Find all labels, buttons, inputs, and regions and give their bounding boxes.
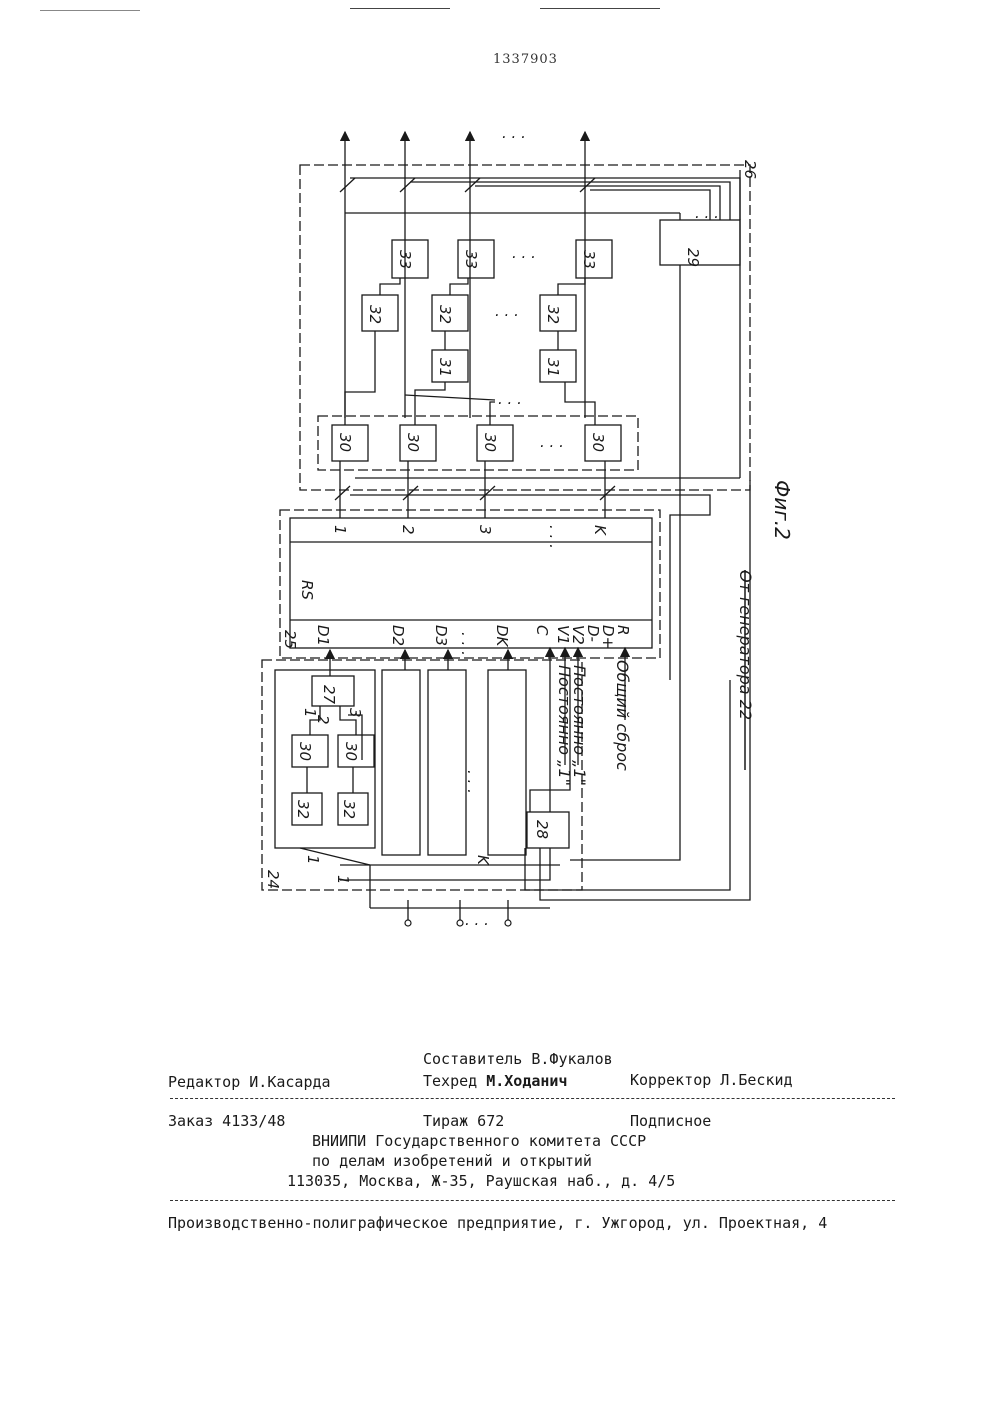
label-25: 25 <box>281 630 299 649</box>
pin-1-b: 1 <box>334 875 352 885</box>
dots-32: . . . <box>495 302 519 320</box>
divider-dashed <box>170 1200 895 1201</box>
circuit-diagram: 26 29 33 33 33 32 32 32 31 31 30 30 30 3… <box>240 120 800 940</box>
label-29: 29 <box>684 248 702 267</box>
dots-ch: . . . <box>464 770 482 794</box>
label-28: 28 <box>533 820 551 839</box>
signal-const-2: Постоянно „1" <box>570 665 589 786</box>
imprint-printer: Производственно-полиграфическое предприя… <box>168 1214 827 1232</box>
dots-29: . . . <box>695 204 719 222</box>
imprint-circulation: Тираж 672 <box>423 1112 504 1130</box>
pin-k: K <box>474 855 492 866</box>
dots-31: . . . <box>498 390 522 408</box>
patent-number: 1337903 <box>493 52 558 67</box>
label-27: 27 <box>320 685 338 705</box>
dots-bottom: . . . <box>465 911 489 929</box>
rs-in-dk: DK <box>493 625 511 648</box>
label-26: 26 <box>741 160 759 179</box>
rs-in-d1: D1 <box>314 625 332 646</box>
label-32b: 32 <box>436 305 454 324</box>
rs-out-1: 1 <box>331 525 349 535</box>
label-30d: 30 <box>589 433 607 452</box>
dots-dk: . . . <box>458 632 476 656</box>
imprint-subscription: Подписное <box>630 1112 711 1130</box>
scan-edge-line <box>40 10 140 11</box>
imprint-org-address: 113035, Москва, Ж-35, Раушская наб., д. … <box>287 1172 675 1190</box>
rs-dots: . . . <box>546 525 564 549</box>
label-32c: 32 <box>544 305 562 324</box>
pin-3: 3 <box>346 708 364 718</box>
imprint-compiler: Составитель В.Фукалов <box>423 1050 613 1068</box>
techred-name: М.Ходанич <box>486 1072 567 1090</box>
figure-caption: Фиг.2 <box>770 480 794 540</box>
pin-1-c: 1 <box>301 708 319 718</box>
rs-in-r: R <box>614 625 632 635</box>
dots-30: . . . <box>540 433 564 451</box>
label-33c: 33 <box>580 250 598 269</box>
rs-out-k: K <box>591 525 609 536</box>
rs-out-2: 2 <box>399 525 417 535</box>
rs-in-d2: D2 <box>389 625 407 646</box>
rs-in-c: C <box>533 625 551 636</box>
imprint-editor: Редактор И.Касарда <box>168 1073 331 1091</box>
label-32-left: 32 <box>294 800 312 819</box>
signal-reset: Общий сброс <box>613 660 632 771</box>
label-32a: 32 <box>366 305 384 324</box>
scan-edge-line <box>350 8 450 9</box>
imprint-org-line1: ВНИИПИ Государственного комитета СССР <box>312 1132 646 1150</box>
rs-name: RS <box>298 580 316 600</box>
label-30a: 30 <box>336 433 354 452</box>
label-30b: 30 <box>404 433 422 452</box>
label-33b: 33 <box>462 250 480 269</box>
label-24: 24 <box>264 870 282 889</box>
imprint-corrector: Корректор Л.Бескид <box>630 1071 793 1089</box>
rs-in-d3: D3 <box>432 625 450 646</box>
divider-dashed <box>170 1098 895 1099</box>
label-32-right: 32 <box>340 800 358 819</box>
label-30c: 30 <box>481 433 499 452</box>
dots-33: . . . <box>512 244 536 262</box>
label-31a: 31 <box>436 358 454 377</box>
label-30-right: 30 <box>342 742 360 761</box>
label-31b: 31 <box>544 358 562 377</box>
imprint-techred: Техред М.Ходанич <box>423 1072 568 1090</box>
label-33a: 33 <box>396 250 414 269</box>
imprint-org-line2: по делам изобретений и открытий <box>312 1152 592 1170</box>
rs-out-3: 3 <box>476 525 494 535</box>
scan-edge-line <box>540 8 660 9</box>
pin-1-a: 1 <box>304 855 322 865</box>
imprint-order: Заказ 4133/48 <box>168 1112 285 1130</box>
label-30-left: 30 <box>296 742 314 761</box>
techred-label: Техред <box>423 1072 477 1090</box>
dots-top: . . . <box>502 124 526 142</box>
